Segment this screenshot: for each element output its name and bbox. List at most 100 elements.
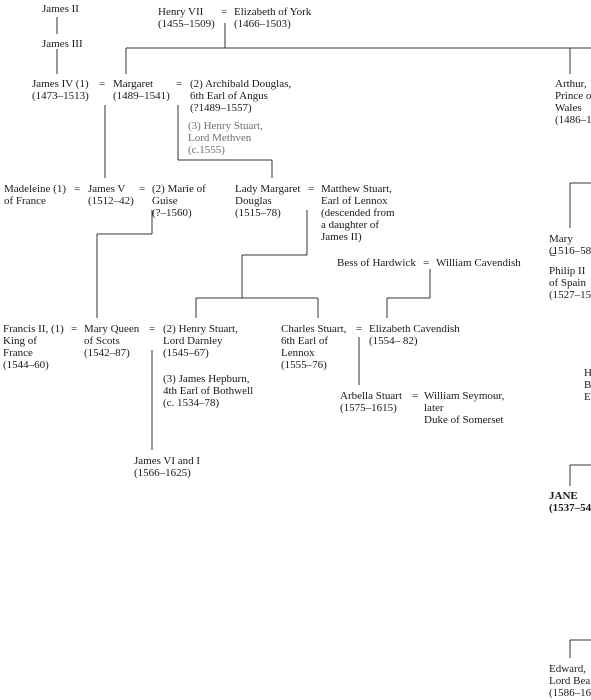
person-line: (1545–67) <box>163 347 209 359</box>
person-line: (1537–54 <box>549 502 591 514</box>
marriage-sign: = <box>412 390 419 402</box>
person-line: James V <box>88 183 126 195</box>
person-line: France <box>3 347 33 359</box>
person-line: Henry VII <box>158 6 204 18</box>
person-line: Margaret <box>113 78 154 90</box>
person-line: Lord Darnley <box>163 335 223 347</box>
person-line: Francis II, (1) <box>3 323 64 335</box>
person-line: (2) Marie of <box>152 183 206 195</box>
person-line: William Seymour, <box>424 390 505 402</box>
person-james6: James VI and I(1566–1625) <box>134 455 200 479</box>
person-line: (1542–87) <box>84 347 130 359</box>
person-line: of Spain <box>549 277 586 289</box>
person-eliz-cavendish: Elizabeth Cavendish(1554– 82) <box>369 323 460 347</box>
person-line: Arthur, <box>555 78 587 90</box>
person-line: (?–1560) <box>152 207 192 219</box>
person-james3: James III <box>42 38 83 50</box>
person-line: Mary Queen <box>84 323 140 335</box>
person-line: James II) <box>321 231 362 243</box>
person-line: B <box>584 379 591 391</box>
person-line: of Scots <box>84 335 120 347</box>
person-line: Wales <box>555 102 582 114</box>
person-line: (1466–1503) <box>234 18 291 30</box>
person-line: William Cavendish <box>436 257 521 269</box>
person-line: Arbella Stuart <box>340 390 403 402</box>
person-line: (1544–60) <box>3 359 49 371</box>
person-line: 4th Earl of Bothwell <box>163 385 254 397</box>
person-james4: James IV (1)(1473–1513) <box>32 78 89 102</box>
person-elizabeth-york: Elizabeth of York(1466–1503) <box>234 6 311 30</box>
person-jane: JANE(1537–54 <box>549 490 591 514</box>
person-bothwell: (3) James Hepburn,4th Earl of Bothwell(c… <box>163 373 253 409</box>
marriage-sign: = <box>356 323 363 335</box>
person-james2: James II <box>42 3 79 15</box>
person-line: (1555–76) <box>281 359 327 371</box>
person-line: (1566–1625) <box>134 467 191 479</box>
person-line: (1586–16 <box>549 687 591 699</box>
marriage-sign: = <box>308 183 315 195</box>
person-line: James II <box>42 3 79 15</box>
person-line: James IV (1) <box>32 78 89 90</box>
person-line: Lennox <box>281 347 315 359</box>
person-darnley: (2) Henry Stuart,Lord Darnley(1545–67) <box>163 323 238 359</box>
person-line: (c.1555) <box>188 144 225 156</box>
person-line: of France <box>4 195 46 207</box>
person-line: Philip II <box>549 265 586 277</box>
person-line: Madeleine (1) <box>4 183 66 195</box>
person-line: Elizabeth Cavendish <box>369 323 460 335</box>
marriage-sign: = <box>221 6 228 18</box>
person-line: later <box>424 402 444 414</box>
person-line: a daughter of <box>321 219 380 231</box>
marriage-sign: = <box>71 323 78 335</box>
person-line: 6th Earl of Angus <box>190 90 268 102</box>
person-line: H <box>584 367 591 379</box>
person-line: E <box>584 391 591 403</box>
person-arthur: Arthur,Prince ofWales(1486–1 <box>555 78 591 126</box>
person-line: (1473–1513) <box>32 90 89 102</box>
marriage-sign: = <box>74 183 81 195</box>
person-line: Duke of Somerset <box>424 414 504 426</box>
person-line: James III <box>42 38 83 50</box>
person-line: (1512–42) <box>88 195 134 207</box>
person-line: Lord Bea <box>549 675 591 687</box>
person-line: Earl of Lennox <box>321 195 388 207</box>
person-edward: Edward,Lord Bea(1586–16 <box>549 663 591 699</box>
person-james5: James V(1512–42) <box>88 183 134 207</box>
person-line: Matthew Stuart, <box>321 183 392 195</box>
marriage-sign: = <box>99 78 106 90</box>
person-margaret: Margaret(1489–1541) <box>113 78 170 102</box>
person-mary-tudor: Mary(1516–58 <box>549 233 591 257</box>
person-line: (1516–58 <box>549 245 591 257</box>
marriage-sign: = <box>149 323 156 335</box>
person-line: Prince of <box>555 90 591 102</box>
person-line: (1486–1 <box>555 114 591 126</box>
person-line: Mary <box>549 233 573 245</box>
person-line: (3) James Hepburn, <box>163 373 250 385</box>
person-line: 6th Earl of <box>281 335 329 347</box>
person-line: JANE <box>549 490 578 502</box>
person-line: Douglas <box>235 195 272 207</box>
marriage-sign: = <box>139 183 146 195</box>
person-line: (descended from <box>321 207 395 219</box>
person-matthew: Matthew Stuart,Earl of Lennox(descended … <box>321 183 395 243</box>
person-bess: Bess of Hardwick <box>337 257 416 269</box>
person-line: (1515–78) <box>235 207 281 219</box>
person-line: (3) Henry Stuart, <box>188 120 263 132</box>
person-william-cavendish: William Cavendish <box>436 257 521 269</box>
marriage-sign: = <box>423 257 430 269</box>
person-line: (1554– 82) <box>369 335 418 347</box>
person-line: (2) Archibald Douglas, <box>190 78 292 90</box>
person-madeleine: Madeleine (1)of France <box>4 183 66 207</box>
person-line: (1575–1615) <box>340 402 397 414</box>
person-line: Edward, <box>549 663 586 675</box>
person-henry-methven: (3) Henry Stuart,Lord Methven(c.1555) <box>188 120 263 156</box>
person-line: (1527–15 <box>549 289 591 301</box>
person-line: Bess of Hardwick <box>337 257 416 269</box>
person-line: (c. 1534–78) <box>163 397 220 409</box>
